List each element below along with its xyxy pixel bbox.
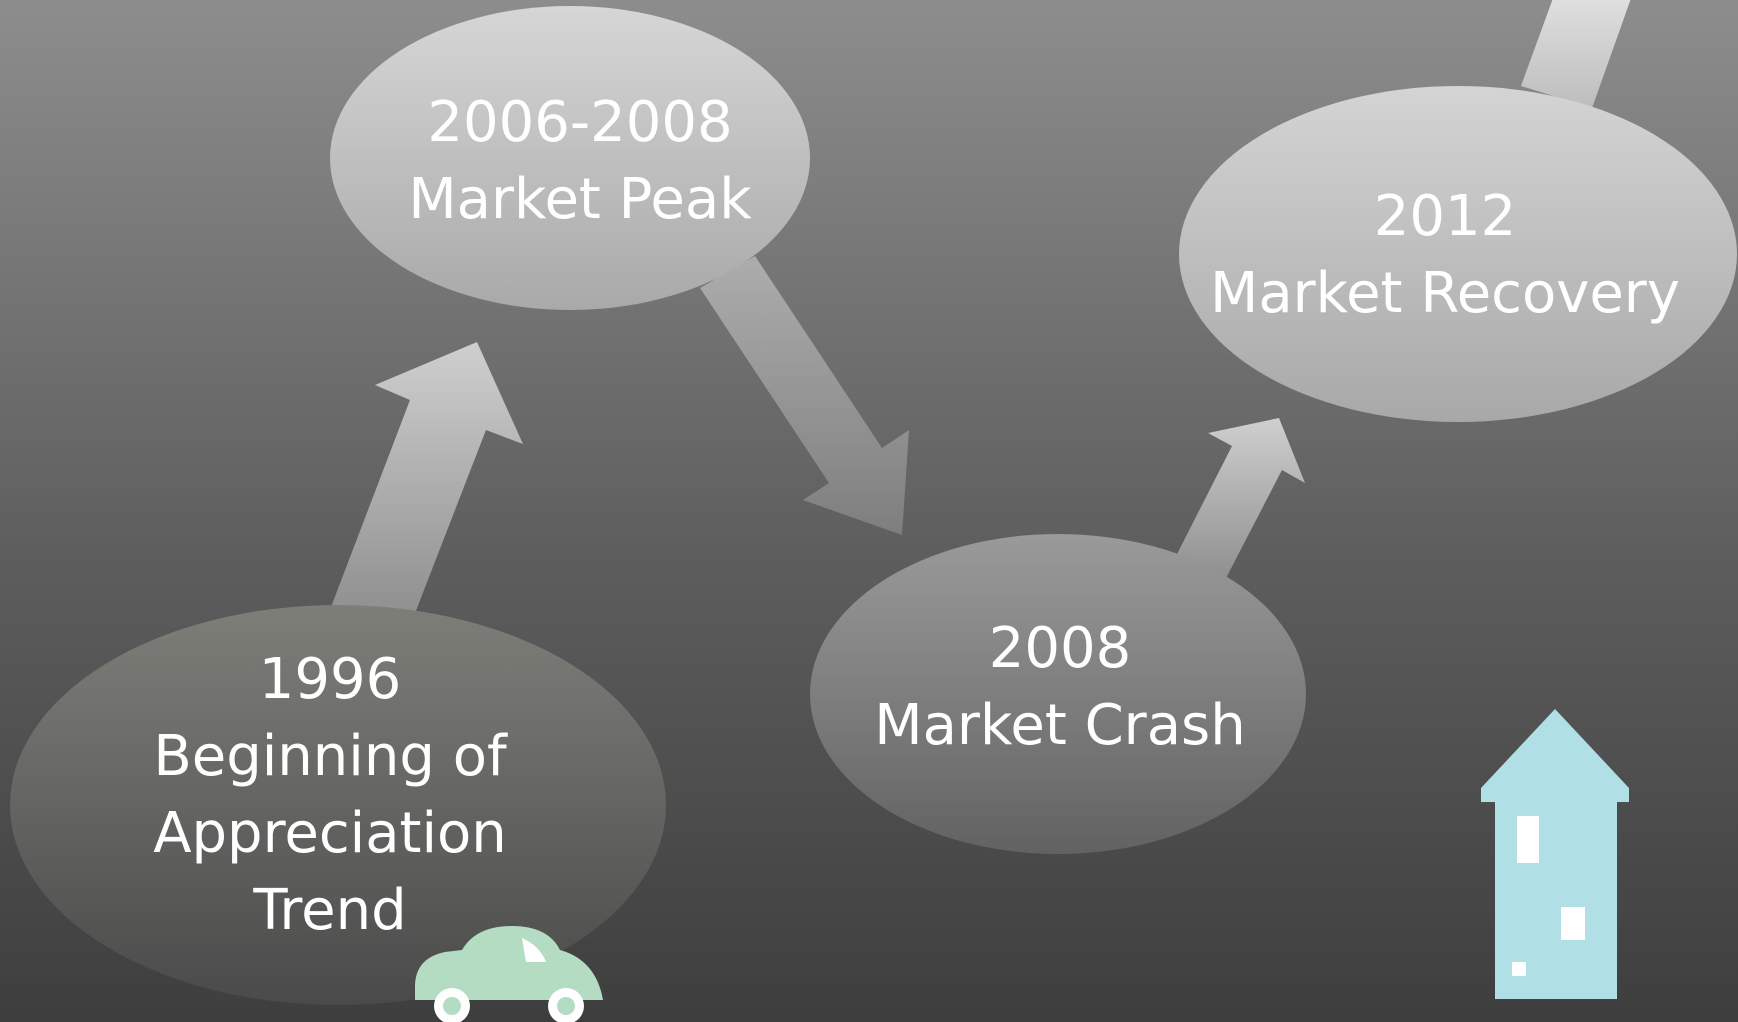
node-peak: 2006-2008 Market Peak bbox=[370, 84, 790, 238]
arrow-recovery-up bbox=[1521, 0, 1631, 108]
node-start-line1: Beginning of bbox=[153, 724, 507, 789]
node-start: 1996 Beginning of Appreciation Trend bbox=[130, 641, 530, 949]
node-start-line2: Appreciation bbox=[153, 801, 507, 866]
node-crash-title: Market Crash bbox=[874, 693, 1246, 758]
node-recovery-year: 2012 bbox=[1373, 184, 1517, 249]
node-crash: 2008 Market Crash bbox=[840, 610, 1280, 764]
node-recovery-shape bbox=[1179, 86, 1737, 422]
house-icon bbox=[1481, 709, 1629, 999]
node-peak-year: 2006-2008 bbox=[427, 90, 733, 155]
arrow-start-to-peak bbox=[331, 342, 523, 621]
node-recovery-title: Market Recovery bbox=[1210, 261, 1680, 326]
node-start-year: 1996 bbox=[258, 647, 402, 712]
node-recovery: 2012 Market Recovery bbox=[1200, 178, 1690, 332]
node-peak-shape bbox=[330, 6, 810, 310]
node-start-shape bbox=[10, 605, 666, 1005]
node-start-line3: Trend bbox=[253, 878, 407, 943]
node-peak-title: Market Peak bbox=[408, 167, 752, 232]
arrow-crash-to-recovery bbox=[1174, 418, 1305, 582]
node-crash-year: 2008 bbox=[988, 616, 1132, 681]
arrow-peak-to-crash bbox=[700, 256, 909, 535]
node-crash-shape bbox=[810, 534, 1306, 854]
car-icon bbox=[415, 926, 603, 1022]
